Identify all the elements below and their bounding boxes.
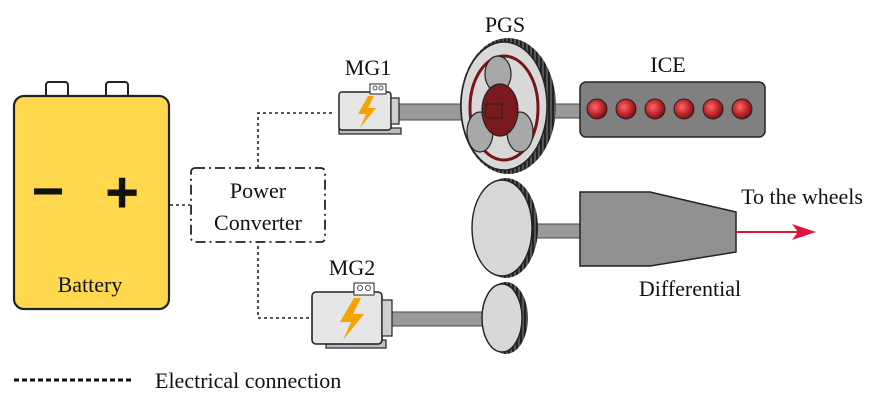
lightning-icon — [358, 96, 376, 128]
differential-body — [579, 191, 737, 267]
mg1-terminal-dot-2 — [378, 85, 384, 91]
legend-label: Electrical connection — [155, 368, 341, 393]
to-wheels-label: To the wheels — [741, 184, 863, 209]
mg2-motor: MG2 — [311, 255, 393, 349]
mg1-terminal-dot-1 — [372, 85, 378, 91]
battery-icon — [12, 94, 171, 311]
ice-label: ICE — [650, 52, 685, 77]
output-gear-small — [481, 282, 528, 354]
electrical-connections — [170, 112, 335, 319]
power-converter-label-line1: Power — [230, 178, 287, 203]
mg2-terminal-dot-1 — [357, 285, 363, 291]
ice-cylinder — [615, 98, 637, 120]
engine-icon: ICE — [579, 52, 766, 138]
pgs-carrier-ring — [468, 54, 540, 162]
ice-cylinders — [586, 98, 753, 120]
power-converter-label-line2: Converter — [214, 210, 303, 235]
lightning-icon — [340, 298, 364, 340]
mg2-label: MG2 — [329, 255, 375, 280]
battery-minus-sign: − — [32, 159, 65, 222]
shaft-mg2-gear — [391, 311, 491, 327]
wire-converter-mg1 — [257, 112, 335, 168]
battery-label: Battery — [58, 272, 123, 297]
ice-cylinder — [731, 98, 753, 120]
ice-cylinder — [586, 98, 608, 120]
power-converter-box — [190, 167, 326, 243]
differential-label: Differential — [639, 276, 741, 301]
ice-cylinder — [644, 98, 666, 120]
pgs-gear: PGS — [460, 12, 556, 174]
wire-converter-mg2 — [257, 240, 312, 319]
shaft-gear-differential — [532, 223, 582, 239]
wheels-arrow-head — [792, 224, 816, 240]
battery: − + Battery — [12, 81, 171, 311]
mg1-motor: MG1 — [338, 55, 402, 135]
output-gear-small-face — [481, 283, 523, 353]
mg2-end-cap — [381, 299, 393, 337]
output-gear-large-face — [471, 179, 533, 277]
legend: Electrical connection — [14, 368, 341, 393]
pgs-sun-gear — [481, 83, 519, 137]
mg1-terminal-box — [369, 83, 387, 95]
battery-plus-sign: + — [105, 160, 139, 225]
mg2-terminal-box — [353, 282, 375, 296]
mg1-label: MG1 — [345, 55, 391, 80]
ice-cylinder — [673, 98, 695, 120]
differential: Differential — [579, 191, 741, 301]
power-converter: Power Converter — [190, 167, 326, 243]
pgs-shaft-stub — [485, 103, 503, 119]
pgs-label: PGS — [485, 12, 525, 37]
arrow-icon: To the wheels — [736, 184, 863, 240]
ice-block — [579, 81, 766, 138]
output-gear-large — [471, 178, 538, 278]
mg1-end-cap — [390, 97, 400, 125]
mg2-terminal-dot-2 — [365, 285, 371, 291]
ice-cylinder — [702, 98, 724, 120]
